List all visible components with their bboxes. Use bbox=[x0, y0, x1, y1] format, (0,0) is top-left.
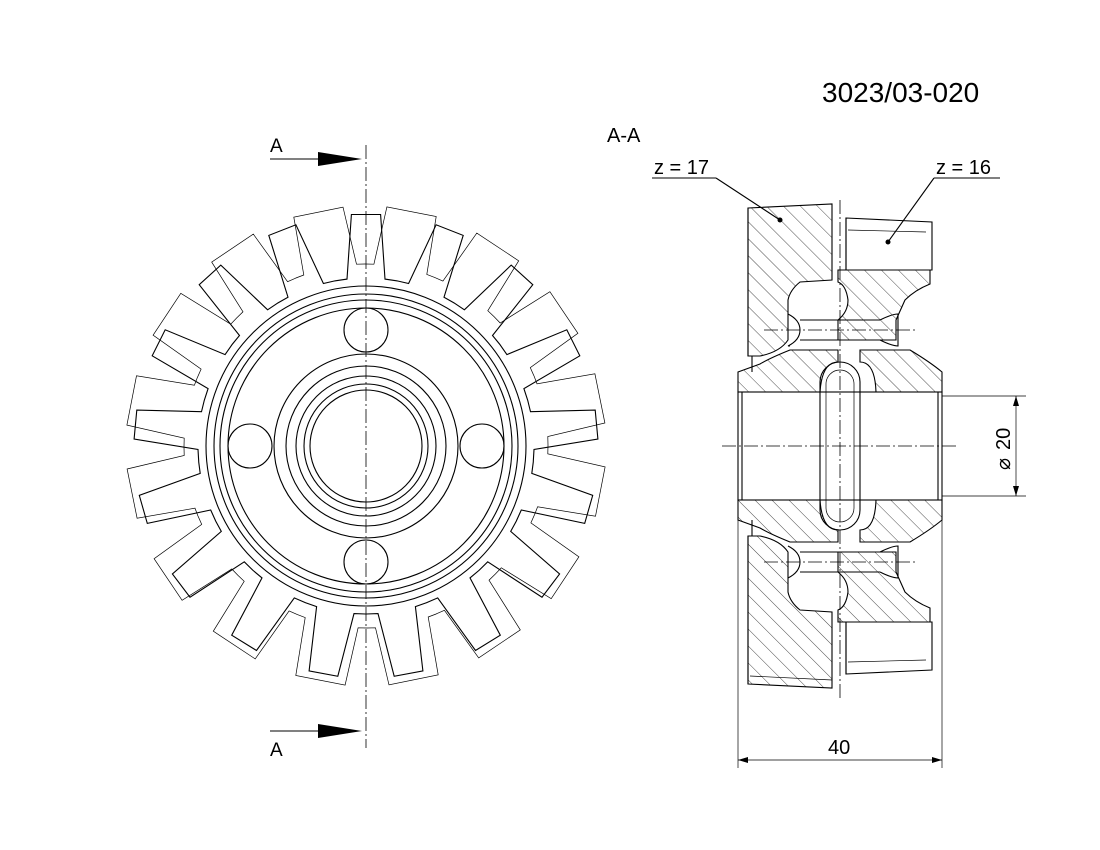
front-gear-profile bbox=[133, 213, 599, 677]
cut-marker-bottom: A bbox=[270, 724, 362, 761]
width-dimension: 40 bbox=[737, 520, 943, 768]
hub-lower-section bbox=[737, 499, 839, 543]
back-gear-teeth bbox=[126, 206, 606, 686]
right-gear-upper-section bbox=[837, 269, 931, 341]
back-gear-profile bbox=[126, 206, 606, 686]
pin-hole-right bbox=[459, 423, 505, 469]
right-gear-lower-tooth bbox=[845, 621, 933, 675]
left-gear-lower-section bbox=[747, 535, 833, 689]
section-view: A-A bbox=[607, 125, 1026, 768]
pin-hole-bottom bbox=[343, 539, 389, 585]
bore-circle-outer bbox=[303, 383, 429, 509]
section-label: A-A bbox=[607, 125, 641, 147]
cut-label-bottom: A bbox=[270, 740, 283, 761]
cut-label-top: A bbox=[270, 136, 283, 157]
bore-dimension-value: 20 bbox=[993, 428, 1015, 450]
front-gear-teeth bbox=[133, 213, 599, 677]
callout-z17: z = 17 bbox=[652, 157, 783, 223]
pin-hole-left bbox=[227, 423, 273, 469]
cut-marker-top: A bbox=[270, 136, 362, 166]
bore-dimension: ⌀ 20 bbox=[942, 395, 1026, 497]
width-dimension-value: 40 bbox=[828, 737, 850, 759]
bore-dimension-symbol: ⌀ bbox=[993, 458, 1015, 470]
callout-z16: z = 16 bbox=[885, 157, 1000, 245]
callout-z17-text: z = 17 bbox=[654, 157, 709, 179]
hub-upper-section-right bbox=[859, 349, 943, 393]
callout-z16-text: z = 16 bbox=[936, 157, 991, 179]
drawing-number: 3023/03-020 bbox=[822, 77, 979, 108]
hub-upper-section bbox=[737, 349, 839, 393]
left-gear-upper-section bbox=[747, 203, 833, 357]
front-view: A A bbox=[126, 136, 606, 761]
right-gear-lower-section bbox=[837, 551, 931, 623]
hub-lower-section-right bbox=[859, 499, 943, 543]
